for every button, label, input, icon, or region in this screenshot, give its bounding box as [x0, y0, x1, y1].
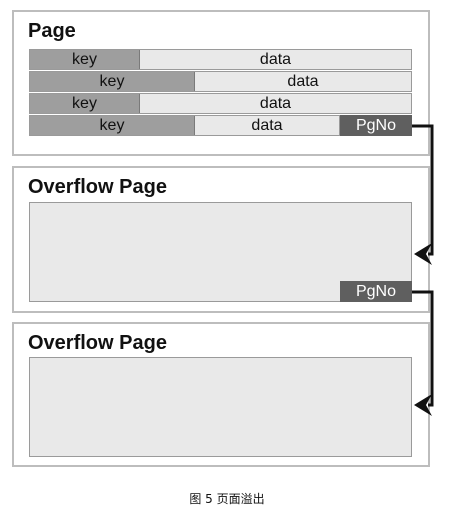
key-cell: key: [30, 72, 195, 91]
arrowhead-2: [414, 394, 432, 416]
pointer-arrow-2: [412, 290, 434, 407]
pointer-arrow-1: [412, 124, 434, 256]
record-row-3: key data: [29, 93, 412, 114]
record-row-2: key data: [29, 71, 412, 92]
overflow-content-2: [29, 357, 412, 457]
arrowhead-1: [414, 243, 432, 265]
record-row-1: key data: [29, 49, 412, 70]
figure-caption: 图 5 页面溢出: [189, 492, 265, 506]
pgno-cell: PgNo: [340, 115, 412, 136]
overflow-page-title-2: Overflow Page: [28, 332, 167, 354]
key-cell: key: [30, 94, 140, 113]
data-cell: data: [195, 72, 411, 91]
page-title: Page: [28, 20, 76, 42]
key-cell: key: [30, 50, 140, 69]
data-cell: data: [195, 116, 339, 135]
key-cell: key: [30, 116, 195, 135]
record-row-4: key data: [29, 115, 340, 136]
data-cell: data: [140, 50, 411, 69]
overflow-page-title-1: Overflow Page: [28, 176, 167, 198]
pgno-cell-overflow: PgNo: [340, 281, 412, 302]
data-cell: data: [140, 94, 411, 113]
